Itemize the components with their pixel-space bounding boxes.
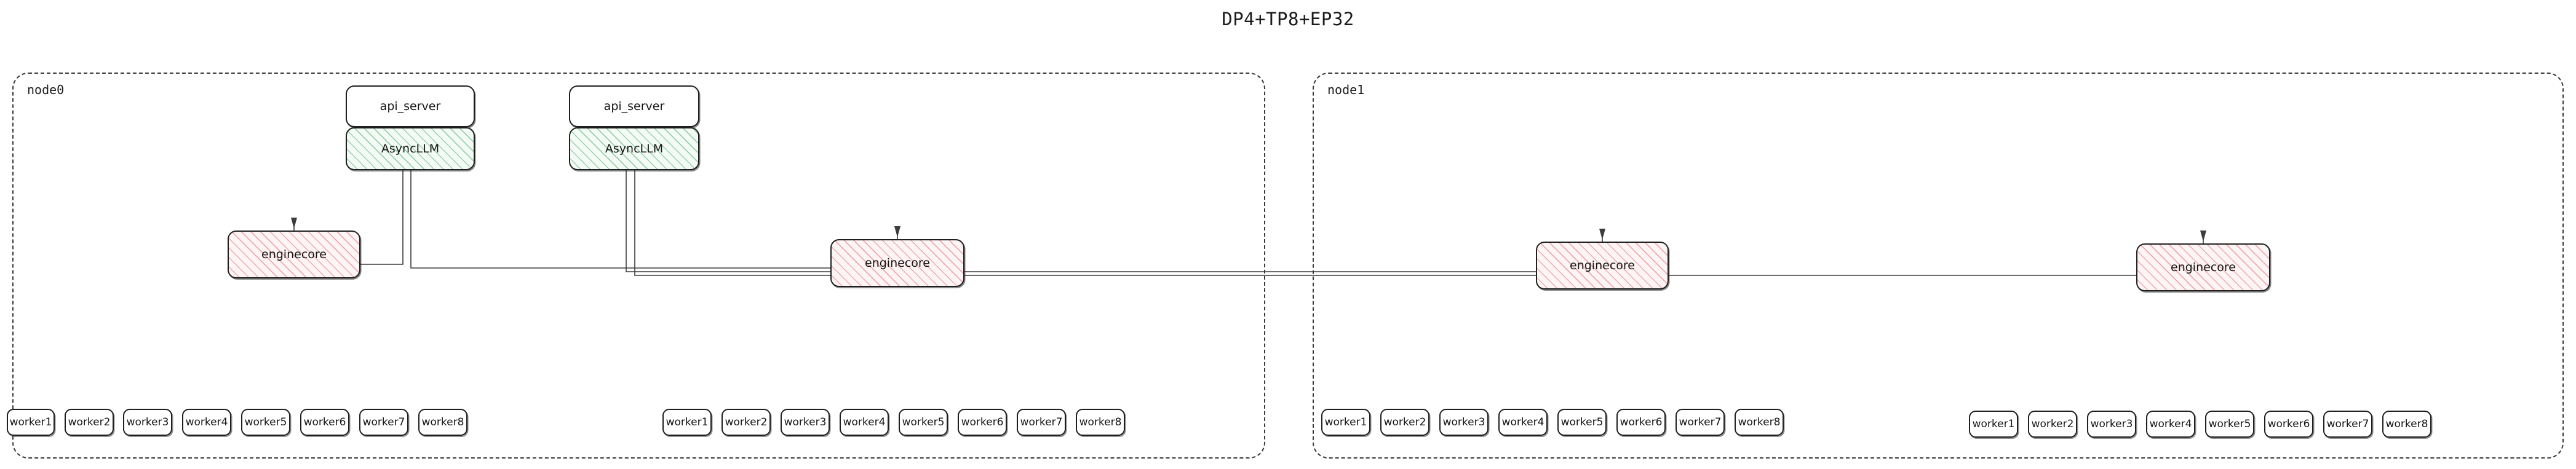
worker-label-node0-g1-worker8: worker8 <box>421 416 464 428</box>
enginecore-box-1[interactable]: enginecore <box>830 239 964 287</box>
worker-box-node1-g1-worker2[interactable]: worker2 <box>1380 409 1429 436</box>
worker-label-node0-g1-worker3: worker3 <box>126 416 169 428</box>
worker-label-node1-g1-worker6: worker6 <box>1620 416 1663 428</box>
worker-label-node1-g2-worker2: worker2 <box>2031 418 2074 430</box>
api-server-box-0[interactable]: api_server <box>346 85 475 127</box>
node-label-node1: node1 <box>1327 82 1365 97</box>
worker-box-node1-g2-worker2[interactable]: worker2 <box>2028 411 2077 438</box>
worker-box-node0-g2-worker3[interactable]: worker3 <box>781 409 830 436</box>
worker-label-node1-g1-worker4: worker4 <box>1501 416 1544 428</box>
worker-box-node1-g2-worker1[interactable]: worker1 <box>1969 411 2018 438</box>
asyncllm-box-3[interactable]: AsyncLLM <box>569 127 699 170</box>
worker-label-node1-g2-worker1: worker1 <box>1972 418 2015 430</box>
worker-label-node0-g2-worker5: worker5 <box>902 416 945 428</box>
worker-box-node0-g1-worker7[interactable]: worker7 <box>359 409 408 436</box>
worker-box-node1-g1-worker1[interactable]: worker1 <box>1321 409 1370 436</box>
worker-box-node0-g2-worker1[interactable]: worker1 <box>662 409 712 436</box>
worker-box-node0-g1-worker5[interactable]: worker5 <box>241 409 290 436</box>
worker-box-node1-g1-worker3[interactable]: worker3 <box>1439 409 1489 436</box>
worker-label-node1-g2-worker7: worker7 <box>2326 418 2369 430</box>
worker-label-node1-g1-worker8: worker8 <box>1738 416 1781 428</box>
enginecore-box-0[interactable]: enginecore <box>228 231 360 278</box>
worker-box-node0-g2-worker2[interactable]: worker2 <box>722 409 771 436</box>
worker-label-node0-g1-worker5: worker5 <box>244 416 287 428</box>
asyncllm-box-3-label: AsyncLLM <box>605 142 664 156</box>
enginecore-box-2-label: enginecore <box>1570 259 1635 272</box>
enginecore-box-2[interactable]: enginecore <box>1536 242 1669 290</box>
worker-box-node0-g1-worker2[interactable]: worker2 <box>65 409 114 436</box>
worker-label-node0-g1-worker2: worker2 <box>68 416 111 428</box>
worker-label-node1-g2-worker4: worker4 <box>2149 418 2192 430</box>
worker-box-node1-g2-worker8[interactable]: worker8 <box>2382 411 2431 438</box>
worker-box-node1-g2-worker4[interactable]: worker4 <box>2146 411 2195 438</box>
worker-label-node0-g2-worker6: worker6 <box>961 416 1004 428</box>
worker-box-node1-g2-worker5[interactable]: worker5 <box>2205 411 2254 438</box>
worker-label-node1-g1-worker1: worker1 <box>1324 416 1367 428</box>
worker-box-node0-g1-worker1[interactable]: worker1 <box>7 409 55 436</box>
enginecore-box-3[interactable]: enginecore <box>2136 243 2270 291</box>
worker-box-node0-g2-worker7[interactable]: worker7 <box>1017 409 1066 436</box>
asyncllm-box-2[interactable]: AsyncLLM <box>346 127 475 170</box>
worker-box-node0-g1-worker8[interactable]: worker8 <box>418 409 467 436</box>
worker-box-node1-g2-worker3[interactable]: worker3 <box>2087 411 2136 438</box>
enginecore-box-3-label: enginecore <box>2171 261 2236 274</box>
worker-label-node0-g1-worker6: worker6 <box>303 416 346 428</box>
worker-label-node0-g2-worker3: worker3 <box>784 416 827 428</box>
worker-label-node0-g1-worker4: worker4 <box>185 416 228 428</box>
worker-box-node0-g1-worker6[interactable]: worker6 <box>300 409 349 436</box>
worker-box-node0-g2-worker4[interactable]: worker4 <box>840 409 889 436</box>
enginecore-box-1-label: enginecore <box>865 256 930 270</box>
worker-box-node1-g1-worker8[interactable]: worker8 <box>1735 409 1784 436</box>
api-server-box-0-label: api_server <box>380 100 441 113</box>
worker-box-node0-g1-worker4[interactable]: worker4 <box>182 409 231 436</box>
worker-box-node0-g2-worker6[interactable]: worker6 <box>958 409 1007 436</box>
worker-label-node0-g2-worker1: worker1 <box>666 416 709 428</box>
worker-box-node1-g1-worker5[interactable]: worker5 <box>1557 409 1607 436</box>
enginecore-box-0-label: enginecore <box>261 248 327 261</box>
api-server-box-1-label: api_server <box>603 100 665 113</box>
worker-label-node1-g2-worker5: worker5 <box>2208 418 2251 430</box>
node-container-node1: node1 <box>1313 73 2564 459</box>
worker-label-node1-g2-worker3: worker3 <box>2090 418 2133 430</box>
worker-box-node1-g1-worker4[interactable]: worker4 <box>1498 409 1548 436</box>
worker-box-node0-g2-worker5[interactable]: worker5 <box>899 409 948 436</box>
worker-box-node1-g1-worker7[interactable]: worker7 <box>1676 409 1725 436</box>
worker-label-node0-g2-worker8: worker8 <box>1079 416 1122 428</box>
worker-box-node1-g2-worker6[interactable]: worker6 <box>2264 411 2313 438</box>
node-label-node0: node0 <box>27 82 65 97</box>
page-title: DP4+TP8+EP32 <box>1222 9 1354 30</box>
worker-label-node0-g1-worker7: worker7 <box>362 416 405 428</box>
worker-label-node1-g2-worker6: worker6 <box>2267 418 2310 430</box>
worker-box-node0-g1-worker3[interactable]: worker3 <box>123 409 172 436</box>
worker-label-node0-g1-worker1: worker1 <box>9 416 52 428</box>
worker-label-node0-g2-worker2: worker2 <box>725 416 768 428</box>
worker-label-node0-g2-worker4: worker4 <box>843 416 886 428</box>
worker-box-node1-g1-worker6[interactable]: worker6 <box>1616 409 1666 436</box>
api-server-box-1[interactable]: api_server <box>569 85 699 127</box>
worker-label-node1-g1-worker2: worker2 <box>1383 416 1426 428</box>
worker-label-node1-g1-worker7: worker7 <box>1679 416 1722 428</box>
worker-label-node0-g2-worker7: worker7 <box>1020 416 1063 428</box>
asyncllm-box-2-label: AsyncLLM <box>381 142 440 156</box>
worker-label-node1-g2-worker8: worker8 <box>2385 418 2428 430</box>
worker-box-node1-g2-worker7[interactable]: worker7 <box>2323 411 2372 438</box>
worker-box-node0-g2-worker8[interactable]: worker8 <box>1076 409 1125 436</box>
worker-label-node1-g1-worker3: worker3 <box>1442 416 1485 428</box>
worker-label-node1-g1-worker5: worker5 <box>1560 416 1604 428</box>
